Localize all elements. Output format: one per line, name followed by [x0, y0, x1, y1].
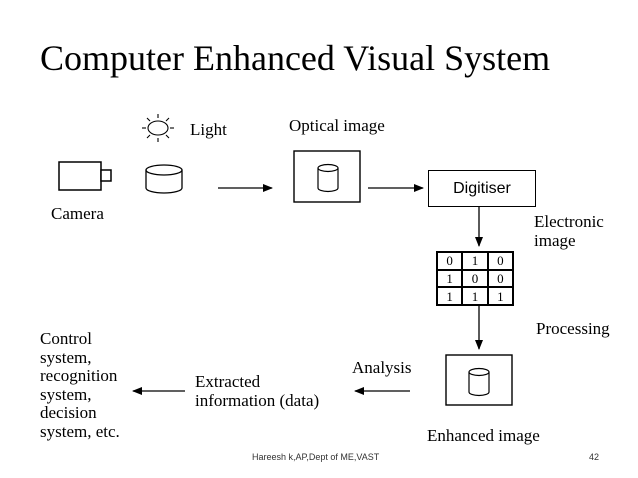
output-line-3: recognition [40, 366, 118, 385]
slide-title: Computer Enhanced Visual System [40, 38, 551, 78]
optical-image-label: Optical image [289, 116, 385, 135]
object-cylinder-icon [145, 164, 183, 194]
optical-image-box [293, 150, 361, 203]
matrix-cell: 1 [462, 287, 488, 305]
page-number: 42 [589, 452, 600, 462]
matrix-cell: 1 [462, 252, 488, 270]
footer-author: Hareesh k,AP,Dept of ME,VAST [252, 452, 380, 462]
light-sun-icon [142, 114, 174, 142]
matrix-cell: 0 [462, 269, 488, 288]
matrix-cell: 0 [487, 252, 513, 270]
electronic-image-line-1: Electronic [534, 212, 604, 231]
output-line-5: decision [40, 403, 97, 422]
output-systems-label: Control system, recognition system, deci… [40, 329, 120, 441]
output-line-6: system, etc. [40, 421, 120, 441]
pixel-matrix: 0 1 0 1 0 0 1 1 1 [436, 251, 514, 306]
matrix-cell: 0 [437, 252, 463, 270]
camera-label: Camera [51, 204, 104, 223]
enhanced-image-label: Enhanced image [427, 426, 540, 445]
electronic-image-label: Electronic image [534, 212, 604, 250]
camera-icon [58, 161, 112, 191]
analysis-label: Analysis [352, 358, 412, 377]
matrix-cell: 1 [437, 269, 463, 288]
output-line-4: system, [40, 384, 92, 404]
output-line-2: system, [40, 347, 92, 367]
enhanced-image-box [445, 354, 513, 406]
light-label: Light [190, 120, 227, 139]
digitiser-label: Digitiser [453, 179, 511, 197]
extracted-information-label: Extracted information (data) [195, 372, 320, 410]
digitiser-box: Digitiser [428, 170, 536, 207]
matrix-cell: 1 [437, 287, 463, 305]
output-line-1: Control [40, 329, 92, 348]
extracted-line-2: information (data) [195, 390, 320, 410]
matrix-cell: 0 [487, 269, 513, 288]
electronic-image-line-2: image [534, 230, 576, 250]
matrix-cell: 1 [487, 287, 513, 305]
processing-label: Processing [536, 319, 610, 338]
extracted-line-1: Extracted [195, 372, 261, 391]
